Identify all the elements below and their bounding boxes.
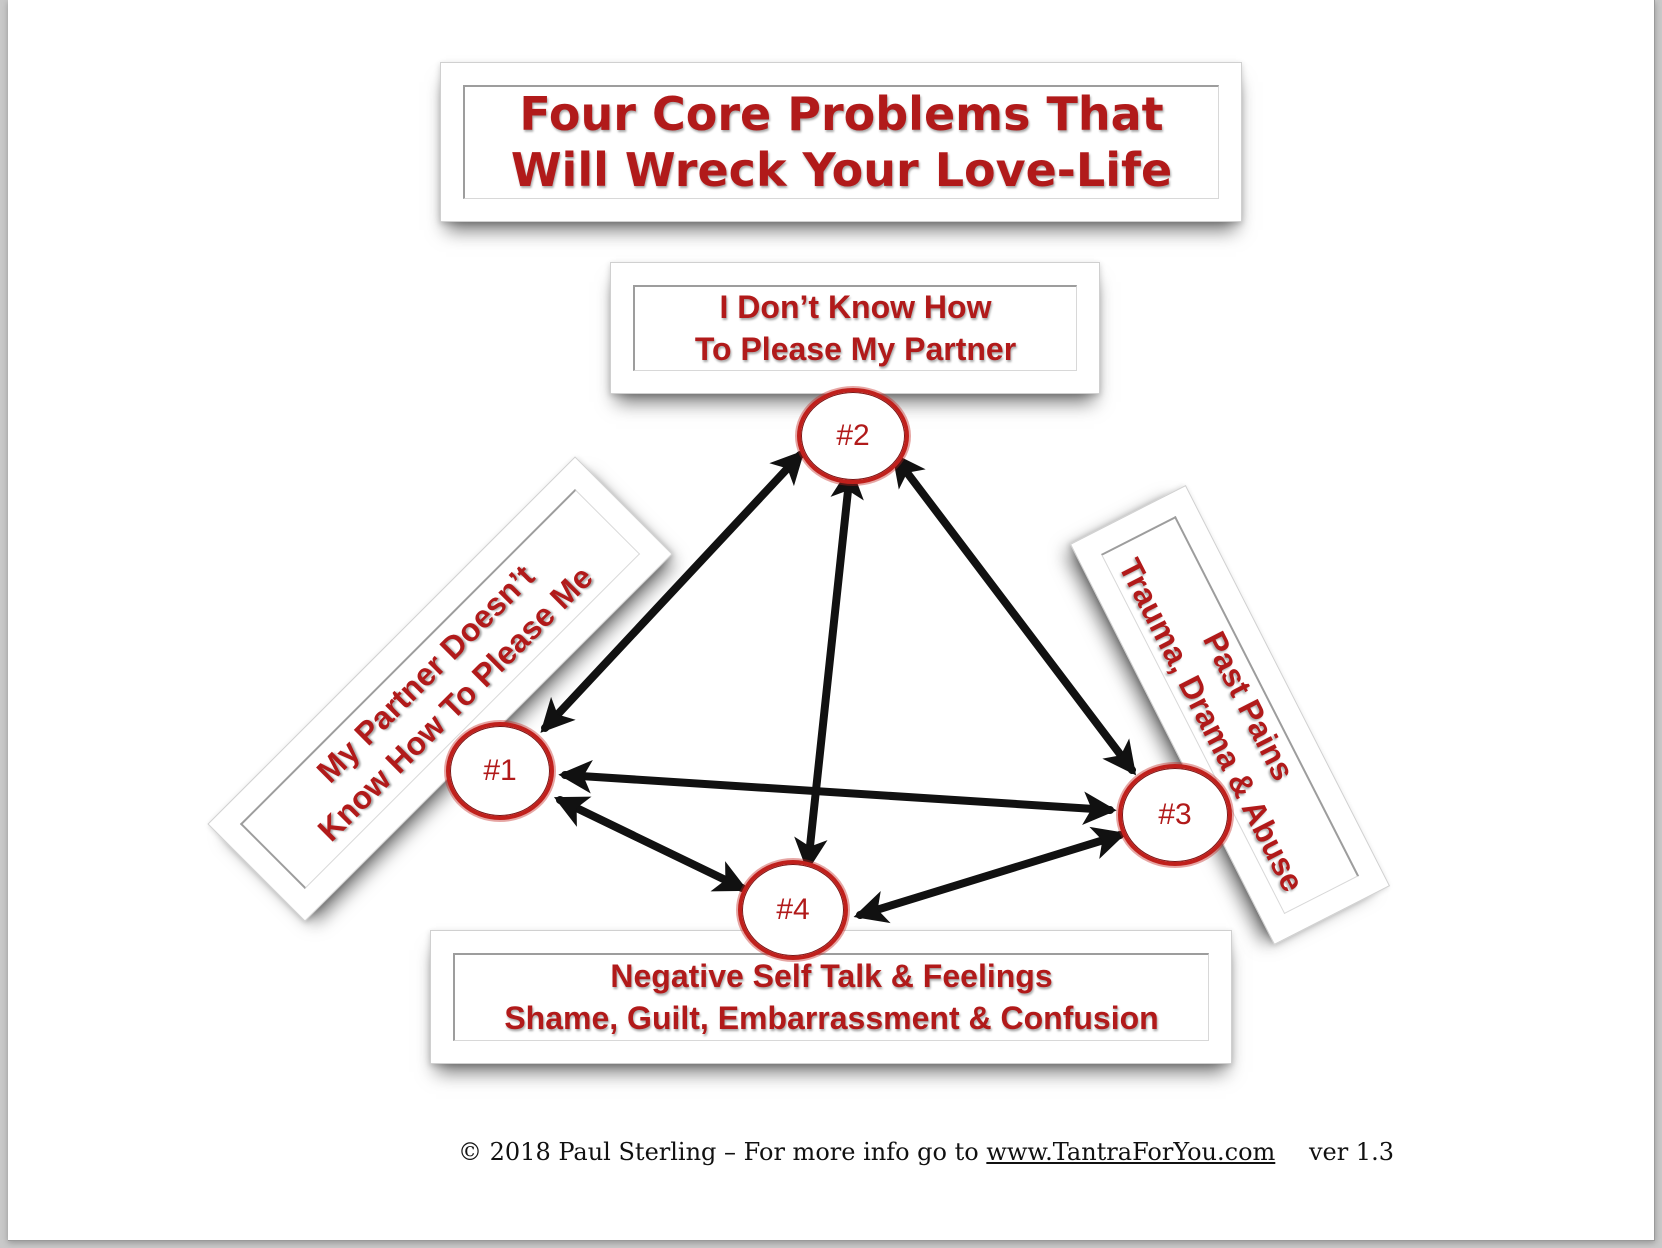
node-3-label: #3 xyxy=(1158,798,1192,831)
node-2-label: #2 xyxy=(836,419,870,452)
node-1: #1 xyxy=(446,722,554,820)
problem-2-line-1: I Don’t Know How xyxy=(719,288,992,325)
arrow-3-4 xyxy=(853,826,1127,924)
title-box: Four Core Problems That Will Wreck Your … xyxy=(440,62,1242,222)
title-line-1: Four Core Problems That xyxy=(519,87,1164,142)
footer: © 2018 Paul Sterling – For more info go … xyxy=(458,1138,1394,1166)
title-line-2: Will Wreck Your Love-Life xyxy=(510,142,1173,197)
arrow-2-4 xyxy=(794,465,864,872)
arrow-1-4 xyxy=(553,796,749,892)
arrow-2-3 xyxy=(891,452,1137,776)
node-3: #3 xyxy=(1118,764,1232,866)
problem-4-line-2: Shame, Guilt, Embarrassment & Confusion xyxy=(504,999,1159,1036)
arrow-1-3 xyxy=(558,759,1117,826)
problem-2-box: I Don’t Know How To Please My Partner xyxy=(610,262,1100,394)
problem-4-box: Negative Self Talk & Feelings Shame, Gui… xyxy=(430,930,1232,1064)
node-4: #4 xyxy=(738,860,848,960)
problem-2-line-2: To Please My Partner xyxy=(694,330,1017,367)
node-4-label: #4 xyxy=(776,893,810,926)
website-link[interactable]: www.TantraForYou.com xyxy=(986,1138,1276,1166)
copyright-text: © 2018 Paul Sterling – For more info go … xyxy=(458,1138,979,1166)
version-text: ver 1.3 xyxy=(1308,1138,1394,1166)
arrow-1-2 xyxy=(540,450,805,733)
node-1-label: #1 xyxy=(483,754,517,787)
node-2: #2 xyxy=(797,388,909,484)
problem-4-line-1: Negative Self Talk & Feelings xyxy=(610,957,1053,994)
